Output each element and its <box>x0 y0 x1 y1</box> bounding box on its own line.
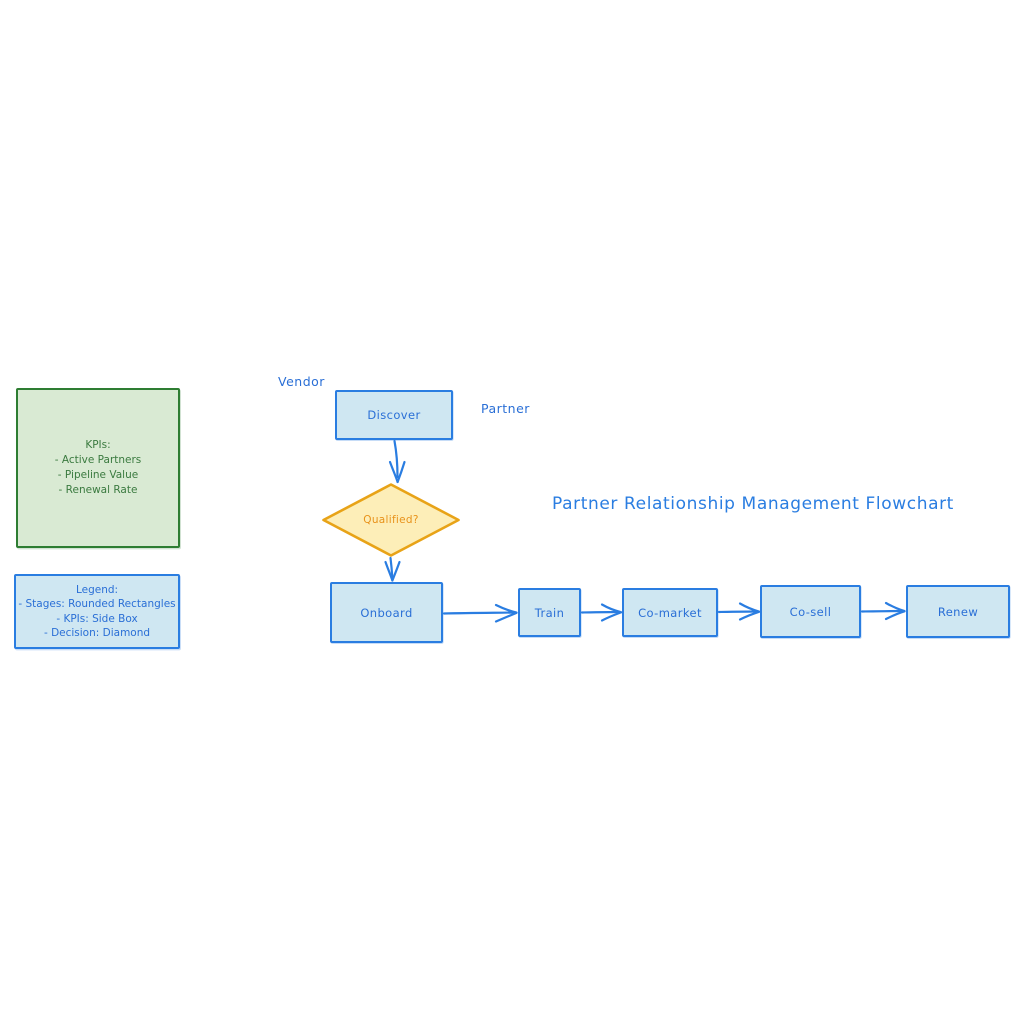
node-cosell-label: Co-sell <box>789 604 832 619</box>
legend-item-kpis: - KPIs: Side Box <box>56 612 138 625</box>
edge-qualified-onboard <box>384 556 401 582</box>
node-comarket-label: Co-market <box>638 605 702 620</box>
legend-box: Legend: - Stages: Rounded Rectangles - K… <box>14 574 180 649</box>
legend-item-decision: - Decision: Diamond <box>43 627 151 639</box>
page-title: Partner Relationship Management Flowchar… <box>552 494 954 514</box>
node-onboard-label: Onboard <box>360 605 413 620</box>
node-discover-label: Discover <box>367 408 421 422</box>
node-train-label: Train <box>534 605 565 620</box>
vendor-lane-label: Vendor <box>278 374 325 389</box>
node-comarket[interactable]: Co-market <box>622 588 718 637</box>
node-renew[interactable]: Renew <box>906 585 1010 638</box>
node-discover[interactable]: Discover <box>335 390 453 440</box>
kpi-item-active-partners: - Active Partners <box>54 454 142 466</box>
node-qualified-decision[interactable]: Qualified? <box>322 483 460 557</box>
node-renew-label: Renew <box>937 604 979 619</box>
edge-comarket-cosell <box>717 602 761 621</box>
edge-discover-qualified <box>388 439 406 484</box>
kpi-item-pipeline-value: - Pipeline Value <box>57 469 139 481</box>
partner-lane-label: Partner <box>481 401 530 416</box>
kpi-heading: KPIs: <box>85 439 111 451</box>
legend-item-stages: - Stages: Rounded Rectangles <box>18 598 176 610</box>
edge-onboard-train <box>442 603 518 623</box>
kpi-side-box: KPIs: - Active Partners - Pipeline Value… <box>16 388 180 548</box>
diamond-shape <box>322 483 460 557</box>
edge-cosell-renew <box>860 601 906 621</box>
node-cosell[interactable]: Co-sell <box>760 585 861 638</box>
edge-train-comarket <box>580 603 623 622</box>
node-train[interactable]: Train <box>518 588 581 637</box>
node-onboard[interactable]: Onboard <box>330 582 443 643</box>
kpi-item-renewal-rate: - Renewal Rate <box>58 484 138 496</box>
legend-heading: Legend: <box>75 583 119 596</box>
